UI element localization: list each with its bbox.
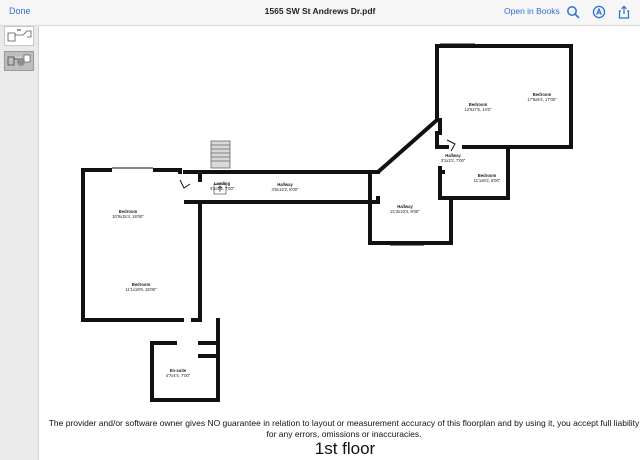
room-label: Bedroom	[478, 173, 497, 178]
wall-ensuite	[150, 318, 220, 402]
room-label: Hallway	[397, 204, 413, 209]
page-thumbnail-2[interactable]: ···	[4, 51, 34, 71]
room-dims: 3'1x3'2, 7'00"	[441, 158, 466, 163]
room-dims: 4'5x14'2, 8'00"	[272, 187, 299, 192]
room-label: En-suite	[170, 368, 187, 373]
room-label: Hallway	[445, 153, 461, 158]
wall-landing	[183, 170, 380, 204]
top-toolbar: Done 1565 SW St Andrews Dr.pdf Open in B…	[0, 0, 640, 26]
search-icon[interactable]	[566, 5, 580, 19]
open-in-books-button[interactable]: Open in Books	[504, 6, 560, 16]
page-thumbnail-sidebar: ···	[0, 26, 39, 460]
page-thumbnail-1[interactable]	[4, 26, 34, 46]
room-dims: 10'9x15'4, 16'00"	[112, 214, 144, 219]
wall-diagonal-corridor	[198, 117, 449, 177]
share-icon[interactable]	[617, 5, 631, 19]
room-label: Bedroom	[119, 209, 138, 214]
room-dims: 17'6x9'4, 17'00"	[527, 97, 557, 102]
room-label: Bedroom	[132, 282, 151, 287]
room-dims: 11'1x8'2, 8'00"	[474, 178, 501, 183]
room-dims: 4'4x3'6, 7'00"	[210, 186, 235, 191]
wall-hallway-box	[368, 145, 506, 245]
wall-diagonal-lower	[374, 131, 439, 174]
document-page	[39, 26, 640, 460]
room-dims: 4'7x4'4, 7'00"	[166, 373, 191, 378]
wall-left-block	[81, 168, 202, 322]
floor-label: 1st floor	[314, 439, 376, 458]
page-badge: ···	[15, 55, 22, 62]
room-dims: 12'6x7'5, 14'0"	[465, 107, 492, 112]
door-arc-hallway	[446, 139, 456, 152]
room-label: Hallway	[277, 182, 293, 187]
done-button[interactable]: Done	[9, 6, 31, 16]
room-label: Bedroom	[533, 92, 552, 97]
wall-top-right-block	[435, 44, 573, 200]
room-label: Landing	[214, 181, 231, 186]
room-dims: 21'3x10'4, 8'00"	[390, 209, 420, 214]
markup-icon[interactable]	[592, 5, 606, 19]
disclaimer-text: The provider and/or software owner gives…	[48, 418, 640, 439]
room-dims: 11'1x19'9, 15'00"	[125, 287, 157, 292]
room-label: Bedroom	[469, 102, 488, 107]
document-title: 1565 SW St Andrews Dr.pdf	[264, 6, 376, 16]
door-arc-landing	[179, 179, 191, 189]
staircase	[210, 140, 231, 169]
